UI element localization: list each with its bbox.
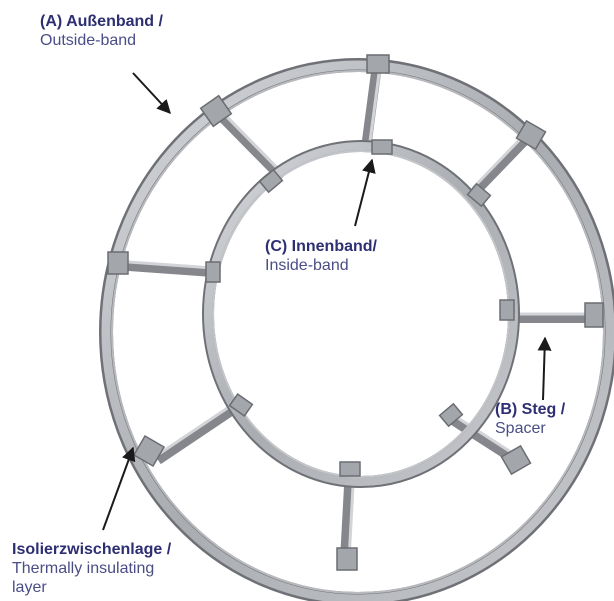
label-insulating-layer-title: Isolierzwischenlage / — [12, 540, 171, 559]
label-inside-band-subtitle: Inside-band — [265, 256, 377, 275]
spacer-3 — [475, 135, 530, 192]
callout-arrows — [103, 73, 545, 530]
label-insulating-layer-subtitle-2: layer — [12, 578, 171, 597]
label-insulating-layer-subtitle: Thermally insulating — [12, 559, 171, 578]
label-outside-band-title: (A) Außenband / — [40, 12, 163, 31]
arrow-inside-band — [355, 160, 372, 226]
arrow-outside-band — [133, 73, 170, 113]
arrow-insulating-layer — [103, 448, 133, 530]
inside-band — [208, 146, 514, 482]
label-spacer: (B) Steg / Spacer — [495, 400, 565, 438]
label-outside-band: (A) Außenband / Outside-band — [40, 12, 163, 50]
label-spacer-title: (B) Steg / — [495, 400, 565, 419]
label-inside-band: (C) Innenband/ Inside-band — [265, 237, 377, 275]
arrow-spacer — [543, 338, 545, 400]
label-spacer-subtitle: Spacer — [495, 419, 565, 438]
spacer-1 — [220, 115, 282, 178]
label-inside-band-title: (C) Innenband/ — [265, 237, 377, 256]
spacer-7 — [158, 405, 240, 460]
label-insulating-layer: Isolierzwischenlage / Thermally insulati… — [12, 540, 171, 597]
label-outside-band-subtitle: Outside-band — [40, 31, 163, 50]
